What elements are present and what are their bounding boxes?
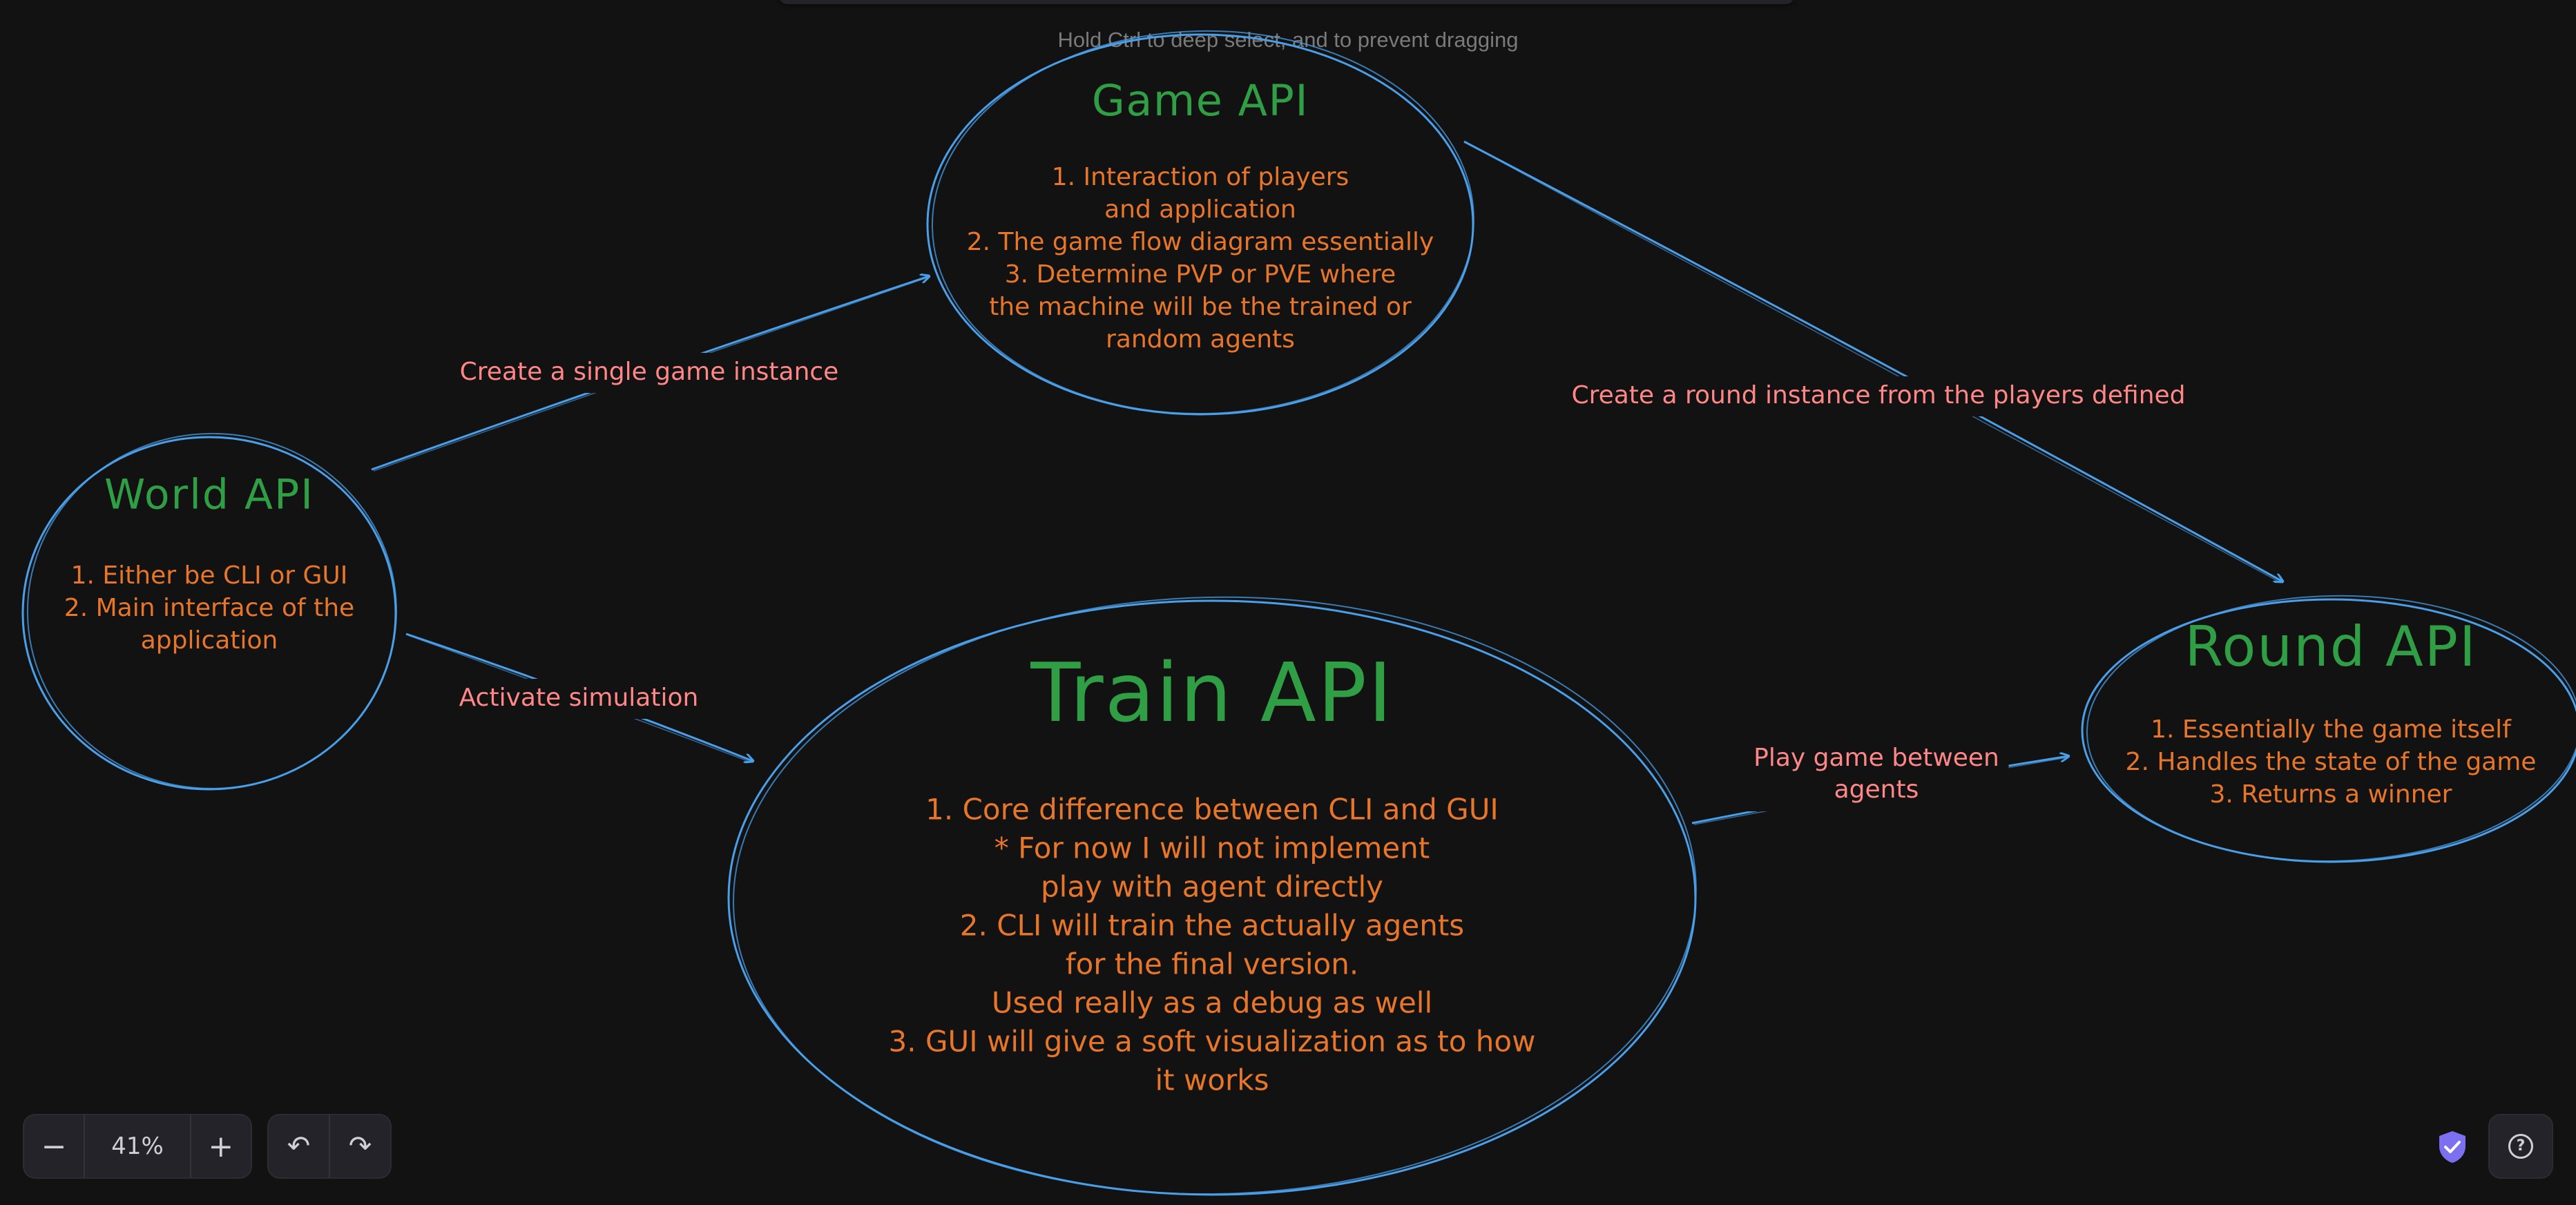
world-game-label: Create a single game instance (460, 358, 839, 386)
train-round-label: Play game between (1753, 744, 1999, 772)
game-node[interactable]: Game API 1. Interaction of players and app… (926, 26, 1478, 419)
zoom-reset-button[interactable]: 41% (84, 1115, 191, 1177)
game-body-line: 3. Determine PVP or PVE where (1005, 260, 1396, 289)
round-title: Round API (2184, 615, 2477, 679)
game-body-line: random agents (1106, 325, 1295, 354)
train-body-line: * For now I will not implement (994, 831, 1430, 865)
shield-check-icon[interactable] (2436, 1130, 2468, 1164)
redo-button[interactable]: ↷ (329, 1115, 390, 1177)
zoom-controls: − 41% + (24, 1115, 251, 1177)
train-body-line: 1. Core difference between CLI and GUI (925, 793, 1499, 827)
round-body-line: 1. Essentially the game itself (2151, 715, 2512, 744)
game-round-arrow (1463, 140, 2282, 581)
round-body-line: 2. Handles the state of the game (2126, 748, 2537, 776)
help-button[interactable]: ? (2490, 1115, 2552, 1177)
train-body-line: 2. CLI will train the actually agents (960, 909, 1464, 943)
world-body-line: 1. Either be CLI or GUI (71, 561, 348, 590)
world-body-line: application (141, 626, 278, 655)
world-train-label-bg (432, 679, 726, 719)
train-title: Train API (1030, 645, 1393, 740)
game-round-label-bg (1522, 376, 2235, 416)
game-ellipse-sketch (931, 30, 1474, 414)
train-round-label-bg (1744, 738, 2009, 811)
world-node[interactable]: World API 1. Either be CLI or GUI 2. Main … (21, 430, 400, 792)
world-train-label: Activate simulation (459, 684, 699, 712)
train-node[interactable]: Train API 1. Core difference between CLI … (727, 587, 1702, 1204)
game-round-edge[interactable] (1463, 140, 2282, 584)
game-round-arrow-sketch (1465, 142, 2282, 584)
train-round-label: agents (1834, 775, 1919, 804)
round-node[interactable]: Round API 1. Essentially the game itself 2… (2081, 590, 2576, 866)
train-body-line: Used really as a debug as well (992, 986, 1432, 1020)
train-body-line: it works (1155, 1063, 1269, 1097)
game-body-line: the machine will be the trained or (989, 293, 1412, 321)
game-body-line: and application (1104, 195, 1296, 224)
game-round-label: Create a round instance from the players… (1571, 381, 2185, 409)
zoom-out-button[interactable]: − (41, 1128, 67, 1164)
game-body-line: 2. The game flow diagram essentially (967, 228, 1434, 256)
round-ellipse-sketch (2086, 595, 2576, 862)
question-circle-icon: ? (2508, 1134, 2533, 1159)
round-ellipse (2081, 598, 2576, 863)
game-title: Game API (1092, 75, 1309, 126)
world-game-label-bg (430, 353, 868, 393)
round-body-line: 3. Returns a winner (2210, 780, 2452, 809)
zoom-in-button[interactable]: + (208, 1128, 234, 1164)
train-ellipse-sketch (733, 596, 1697, 1195)
train-body-line: for the final version. (1066, 947, 1358, 981)
world-ellipse-sketch (26, 432, 397, 789)
world-body-line: 2. Main interface of the (64, 594, 354, 622)
train-body-line: play with agent directly (1041, 870, 1383, 904)
game-body-line: 1. Interaction of players (1052, 163, 1349, 191)
top-toolbar-edge (779, 0, 1794, 4)
train-body-line: 3. GUI will give a soft visualization as… (889, 1025, 1536, 1059)
world-title: World API (104, 471, 314, 519)
undo-button[interactable]: ↶ (287, 1130, 311, 1162)
history-controls: ↶ ↷ (269, 1115, 390, 1177)
